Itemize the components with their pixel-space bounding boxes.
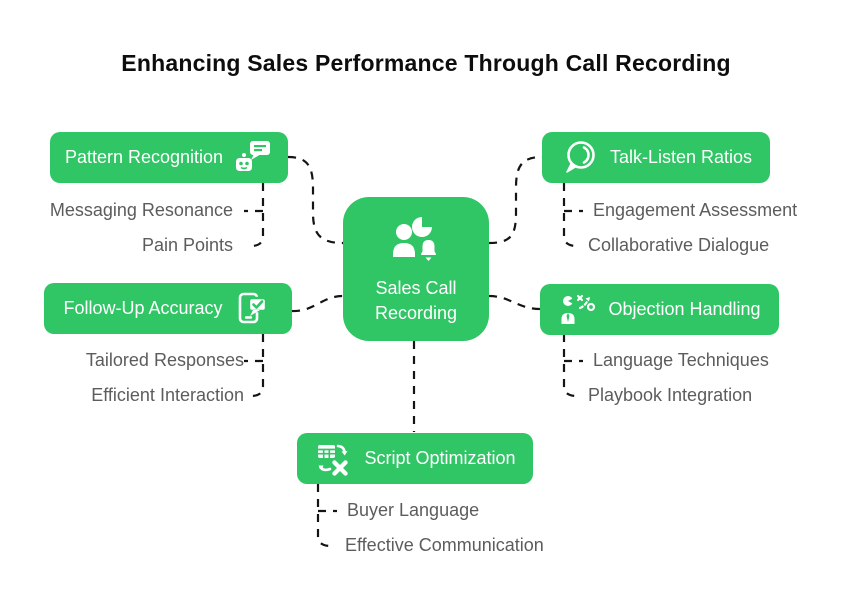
node-script-optimization: Script Optimization (297, 433, 533, 484)
connector-followup-to-center (291, 294, 344, 313)
leaf-engagement-assessment: Engagement Assessment (593, 200, 798, 220)
phone-message-check-icon (238, 292, 267, 323)
connector-center-to-objection (488, 294, 541, 311)
diagram-title: Enhancing Sales Performance Through Call… (121, 50, 731, 76)
table-transform-icon (318, 444, 349, 476)
leaf-playbook-integration: Playbook Integration (588, 385, 753, 405)
connector-followup-children (244, 334, 265, 398)
leaf-collaborative-dialogue: Collaborative Dialogue (588, 235, 770, 255)
node-follow-up-accuracy: Follow-Up Accuracy (44, 283, 292, 334)
connector-pattern-to-center (287, 155, 344, 245)
node-label: Script Optimization (364, 448, 516, 468)
person-chart-bell-icon (393, 216, 436, 261)
leaf-efficient-interaction: Efficient Interaction (91, 385, 244, 405)
speech-bubble-icon (566, 140, 595, 173)
leaf-messaging-resonance: Messaging Resonance (49, 200, 233, 220)
node-objection-handling: Objection Handling (540, 284, 779, 335)
node-sales-call-recording: Sales Call Recording (343, 197, 489, 341)
node-label: Objection Handling (608, 299, 761, 319)
connector-objection-children (562, 334, 583, 398)
node-label: Pattern Recognition (64, 147, 224, 167)
connector-center-to-talklisten (488, 155, 543, 245)
chatbot-message-icon (236, 140, 271, 171)
connector-talklisten-children (562, 183, 583, 248)
leaf-effective-communication: Effective Communication (345, 535, 544, 555)
connector-pattern-children (244, 183, 265, 248)
leaf-language-techniques: Language Techniques (593, 350, 769, 370)
person-strategy-icon (561, 294, 596, 324)
connector-script-children (316, 484, 337, 548)
leaf-buyer-language: Buyer Language (347, 500, 480, 520)
node-talk-listen-ratios: Talk-Listen Ratios (542, 132, 770, 183)
node-pattern-recognition: Pattern Recognition (50, 132, 288, 183)
node-label: Follow-Up Accuracy (63, 298, 223, 318)
leaf-tailored-responses: Tailored Responses (85, 350, 244, 370)
node-label: Talk-Listen Ratios (609, 147, 753, 167)
leaf-pain-points: Pain Points (141, 235, 233, 255)
node-label: Sales Call Recording (374, 277, 458, 323)
